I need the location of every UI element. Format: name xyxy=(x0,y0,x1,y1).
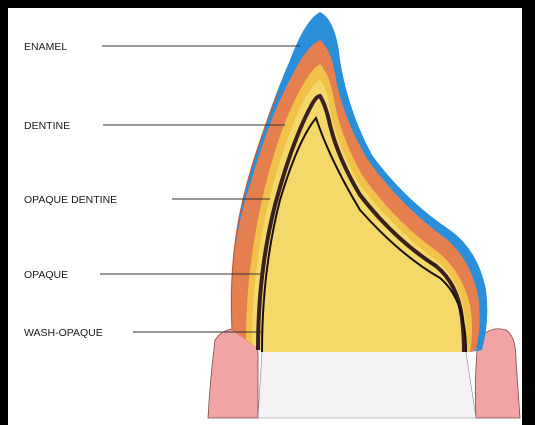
label-opaque-dentine: OPAQUE DENTINE xyxy=(24,194,117,206)
label-opaque: OPAQUE xyxy=(24,269,68,281)
label-wash-opaque: WASH-OPAQUE xyxy=(24,327,103,339)
label-enamel: ENAMEL xyxy=(24,41,67,53)
label-dentine: DENTINE xyxy=(24,120,70,132)
